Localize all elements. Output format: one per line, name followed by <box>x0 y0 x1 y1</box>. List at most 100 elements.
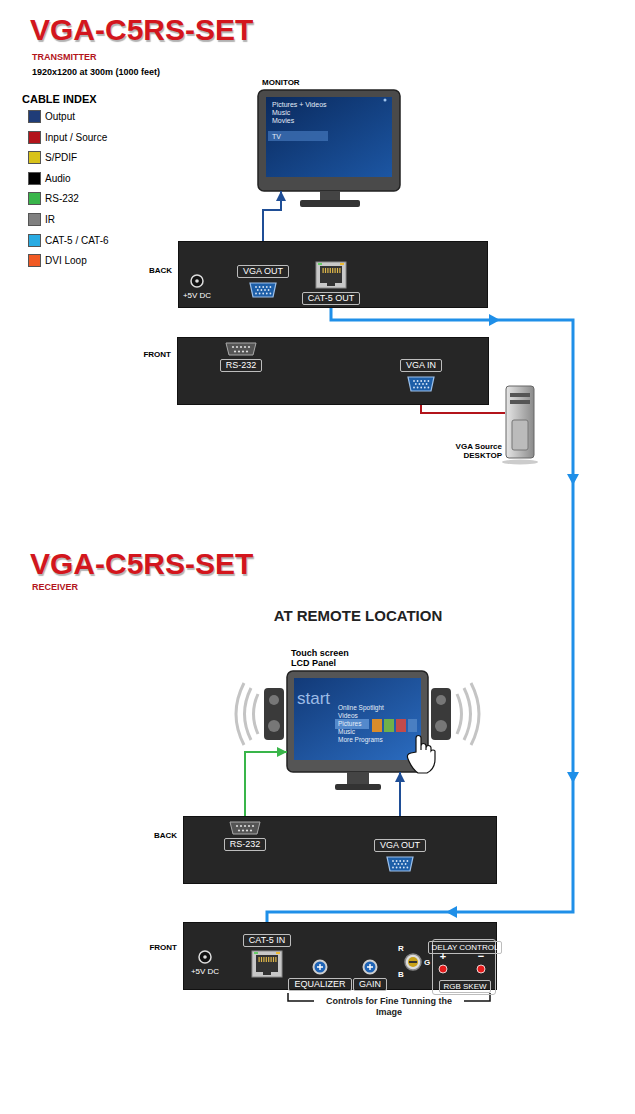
legend-swatch <box>28 213 41 226</box>
port-label: RS-232 <box>224 838 267 851</box>
port-label: EQUALIZER <box>288 978 351 991</box>
cable-connector <box>245 752 287 821</box>
flow-arrow <box>567 474 579 485</box>
desktop-tower <box>502 460 538 465</box>
vga-pin <box>401 863 403 865</box>
legend-heading: CABLE INDEX <box>22 93 97 106</box>
vga-pin <box>397 863 399 865</box>
vga-pin <box>257 289 259 291</box>
port-label: VGA OUT <box>237 265 289 278</box>
back-panel: BACKRS-232VGA OUT <box>183 816 497 884</box>
db9-shell <box>226 343 256 355</box>
monitor-illustration <box>320 191 340 201</box>
hand-cursor <box>407 736 435 774</box>
vga-in-port: VGA IN <box>400 359 442 393</box>
front-panel: FRONTRS-232VGA IN <box>177 337 489 405</box>
node-heading: FRONT <box>149 943 177 952</box>
location-heading: AT REMOTE LOCATION <box>274 607 443 624</box>
power-jack <box>199 951 211 963</box>
vga-icon <box>407 375 435 393</box>
flow-arrow <box>489 314 500 326</box>
vga-pin <box>268 289 270 291</box>
port-label: GAIN <box>353 978 387 991</box>
vga-pin <box>262 293 264 295</box>
vga-pin <box>399 867 401 869</box>
legend-row: Audio <box>28 172 109 193</box>
node-heading: VGA Source DESKTOP <box>442 442 502 460</box>
speaker-left <box>236 683 258 745</box>
vga-pin <box>255 293 257 295</box>
legend-text: RS-232 <box>45 192 79 205</box>
vga-pin <box>424 387 426 389</box>
legend-row: Output <box>28 110 109 131</box>
monitor-illustration <box>300 200 360 207</box>
vga-pin <box>259 286 261 288</box>
lcd-touch-panel <box>384 719 394 732</box>
legend-swatch <box>28 192 41 205</box>
rj45-pin <box>337 268 338 273</box>
db9-icon <box>225 342 257 356</box>
screen-menu-item: Movies <box>272 117 294 125</box>
gain-control: GAIN <box>353 959 387 991</box>
rj45-pin <box>259 957 260 962</box>
vga-pin <box>399 860 401 862</box>
port-label: RS-232 <box>220 359 263 372</box>
led <box>254 952 258 954</box>
db9-pin <box>248 825 250 827</box>
speaker-right <box>436 695 446 705</box>
screen-menu-item: Music <box>272 109 290 117</box>
rj45-pin <box>266 957 267 962</box>
speaker-right <box>431 683 479 745</box>
screen-menu-item: Pictures <box>338 720 361 728</box>
power-jack <box>191 275 203 287</box>
product-title: VGA-C5RS-SET <box>30 14 253 46</box>
desktop-tower <box>506 386 534 458</box>
screen-menu-item: Online Spotlight <box>338 704 384 712</box>
speaker-left <box>264 688 284 740</box>
control-label: DELAY CONTROL <box>428 941 503 954</box>
vga-icon <box>386 855 414 873</box>
rj45-pin <box>332 268 333 273</box>
vga-pin <box>396 867 398 869</box>
legend-swatch <box>28 172 41 185</box>
vga-pin <box>417 380 419 382</box>
vga-pin <box>424 380 426 382</box>
vga-out-port: VGA OUT <box>374 839 426 873</box>
flow-arrow <box>567 772 579 783</box>
legend-swatch <box>28 254 41 267</box>
rgb-selector <box>405 954 421 970</box>
vga-pin <box>269 286 271 288</box>
vga-pin <box>418 383 420 385</box>
vga-pin <box>417 387 419 389</box>
vga-pin <box>269 293 271 295</box>
db9-pin <box>234 350 236 352</box>
equalizer-control: EQUALIZER <box>288 959 351 991</box>
vga-pin <box>259 293 261 295</box>
db9-pin <box>242 829 244 831</box>
vga-pin <box>403 860 405 862</box>
rgb-selector <box>405 954 421 970</box>
led-indicator <box>439 965 447 973</box>
speaker-left <box>269 695 279 705</box>
rgb-selector <box>408 957 418 967</box>
vga-pin <box>406 860 408 862</box>
lcd-touch-panel <box>408 719 417 732</box>
legend-swatch <box>28 110 41 123</box>
screen-menu-item: More Programs <box>338 736 383 744</box>
rj45-pin <box>275 957 276 962</box>
desktop-tower <box>510 393 530 397</box>
rs232-port: RS-232 <box>224 821 267 851</box>
vga-pin <box>413 387 415 389</box>
db9-pin <box>246 829 248 831</box>
led <box>340 263 344 265</box>
legend-text: Output <box>45 110 75 123</box>
rj45-pin <box>268 957 269 962</box>
flow-arrow <box>446 906 457 918</box>
rj45-notch <box>263 972 271 975</box>
vga-pin <box>260 289 262 291</box>
vga-pin <box>264 289 266 291</box>
legend-row: Input / Source <box>28 131 109 152</box>
lcd-touch-panel <box>372 719 382 732</box>
screen-menu-item: Music <box>338 728 355 736</box>
lcd-touch-panel <box>335 719 369 729</box>
